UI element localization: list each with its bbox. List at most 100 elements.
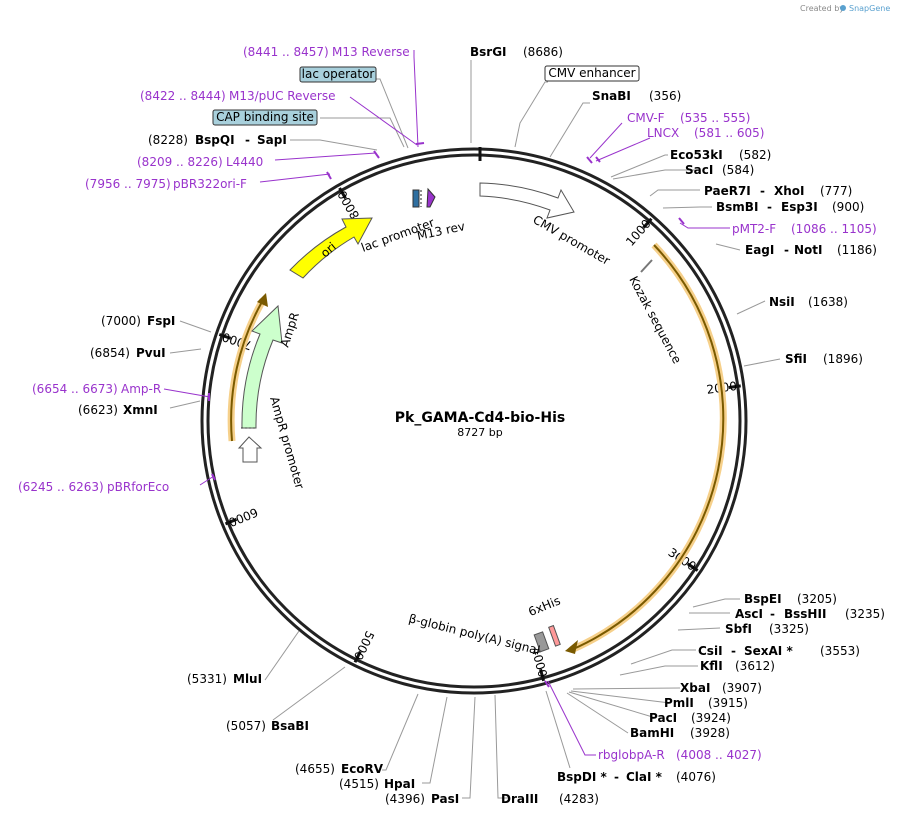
ampr-promoter-arrow[interactable] [237,436,263,463]
svg-text:-: - [731,644,736,658]
site-leader-lines [169,60,781,799]
plasmid-name: Pk_GAMA-Cd4-bio-His [395,410,565,426]
m13rev-box[interactable] [426,187,436,208]
primer-lncx-range: (581 .. 605) [694,126,764,140]
site-bspdi-pos: (4076) [676,770,716,784]
cmv-enhancer-box[interactable] [544,65,640,82]
site-nsii-name[interactable]: NsiI [769,295,795,309]
site-draiii-name[interactable]: DraIII [501,792,538,806]
primer-rbglob-range: (4008 .. 4027) [676,748,762,762]
tick-mark-5000 [353,650,362,663]
site-bsrgi-pos: (8686) [523,45,563,59]
site-sfii-name[interactable]: SfiI [785,352,807,366]
site-eagi-name[interactable]: EagI [745,243,774,257]
globin-polya-box[interactable] [533,631,550,653]
lac-operator-text: lac operator [302,67,375,81]
site-paci-name[interactable]: PacI [649,711,677,725]
site-bspdi-name[interactable]: BspDI * [557,770,607,784]
primer-pbr322-name[interactable]: pBR322ori-F [173,177,247,191]
primer-l4440-name[interactable]: L4440 [226,155,263,169]
cd4-orf-arrowhead [565,640,578,654]
site-csii-pos: (3553) [820,644,860,658]
site-bsshii-name[interactable]: BssHII [784,607,826,621]
site-bspei-name[interactable]: BspEI [744,592,782,606]
site-ecorv-pos: (4655) [295,762,335,776]
site-xmni-pos: (6623) [78,403,118,417]
tick-mark-3000 [686,562,699,572]
site-asci-name[interactable]: AscI [735,607,763,621]
created-by-text: Created by [800,4,844,13]
ampr-arrow[interactable] [241,304,283,429]
snapgene-logo-icon [840,5,846,11]
primer-ampr-name[interactable]: Amp-R [121,382,161,396]
site-mlui-name[interactable]: MluI [233,672,262,686]
primer-pbr322-range: (7956 .. 7975) [85,177,171,191]
svg-text:-: - [767,200,772,214]
site-sapi-name[interactable]: SapI [257,133,287,147]
site-xmni-name[interactable]: XmnI [123,403,158,417]
ampr-orange-arrowhead [257,293,268,307]
kozak-label: Kozak sequence [626,274,684,366]
site-bsabi-name[interactable]: BsaBI [271,719,309,733]
primer-cmvf-range: (535 .. 555) [680,111,750,125]
site-paer7i-pos: (777) [820,184,852,198]
primer-m13rev-name[interactable]: M13 Reverse [332,45,410,59]
svg-text:-: - [245,133,250,147]
site-ecorv-name[interactable]: EcoRV [341,762,384,776]
site-asci-pos: (3235) [845,607,885,621]
site-snabi-name[interactable]: SnaBI [592,89,631,103]
primer-ampr-range: (6654 .. 6673) [32,382,118,396]
cmv-promoter-arrow[interactable] [479,182,575,219]
site-sbfi-pos: (3325) [769,622,809,636]
site-saci-name[interactable]: SacI [685,163,713,177]
site-pasi-name[interactable]: PasI [431,792,459,806]
site-bamhi-name[interactable]: BamHI [630,726,674,740]
site-bspqi-name[interactable]: BspQI [195,133,235,147]
site-pmli-name[interactable]: PmlI [664,696,694,710]
tick-label-8000: 8000 [335,188,362,221]
lac-operator-box[interactable] [299,66,377,83]
primer-rbglob-name[interactable]: rbglobpA-R [598,748,665,762]
site-paer7i-name[interactable]: PaeR7I [704,184,751,198]
site-bspei-pos: (3205) [797,592,837,606]
site-nsii-pos: (1638) [808,295,848,309]
backbone-inner [206,153,742,689]
cap-site-box[interactable] [212,109,318,126]
primer-m13puc-name[interactable]: M13/pUC Reverse [229,89,336,103]
primer-lncx-name[interactable]: LNCX [647,126,679,140]
site-bsrgi-name[interactable]: BsrGI [470,45,507,59]
cmv-promoter-label: CMV promoter [531,212,613,267]
cap-site-text: CAP binding site [216,110,314,124]
site-mlui-pos: (5331) [187,672,227,686]
tick-mark-8000 [338,187,347,200]
site-hpai-name[interactable]: HpaI [384,777,415,791]
site-sbfi-name[interactable]: SbfI [725,622,752,636]
site-pvui-name[interactable]: PvuI [136,346,166,360]
site-csii-name[interactable]: CsiI [698,644,723,658]
site-kfli-name[interactable]: KflI [700,659,723,673]
site-clai-name[interactable]: ClaI * [626,770,663,784]
site-noti-name[interactable]: NotI [794,243,823,257]
kozak-marker [640,259,653,273]
site-eco53ki-name[interactable]: Eco53kI [670,148,723,162]
tick-mark-4000 [539,668,546,682]
site-draiii-pos: (4283) [559,792,599,806]
ori-arrow[interactable] [289,217,373,279]
site-paci-pos: (3924) [691,711,731,725]
primer-pbrfor-name[interactable]: pBRforEco [107,480,169,494]
tick-mark-7000 [218,333,232,340]
his-tag-box[interactable] [548,624,561,647]
site-pmli-pos: (3915) [708,696,748,710]
site-fspi-name[interactable]: FspI [147,314,175,328]
primer-pmt2f-name[interactable]: pMT2-F [732,222,776,236]
tick-mark-6000 [224,517,238,526]
primer-m13rev-range: (8441 .. 8457) [243,45,329,59]
site-bsmbi-name[interactable]: BsmBI [716,200,758,214]
lac-promoter-box[interactable] [412,189,420,208]
site-xbai-name[interactable]: XbaI [680,681,710,695]
site-sexai-name[interactable]: SexAI * [744,644,793,658]
plasmid-length: 8727 bp [457,426,502,439]
site-xhoi-name[interactable]: XhoI [774,184,805,198]
primer-cmvf-name[interactable]: CMV-F [627,111,665,125]
site-esp3i-name[interactable]: Esp3I [781,200,818,214]
